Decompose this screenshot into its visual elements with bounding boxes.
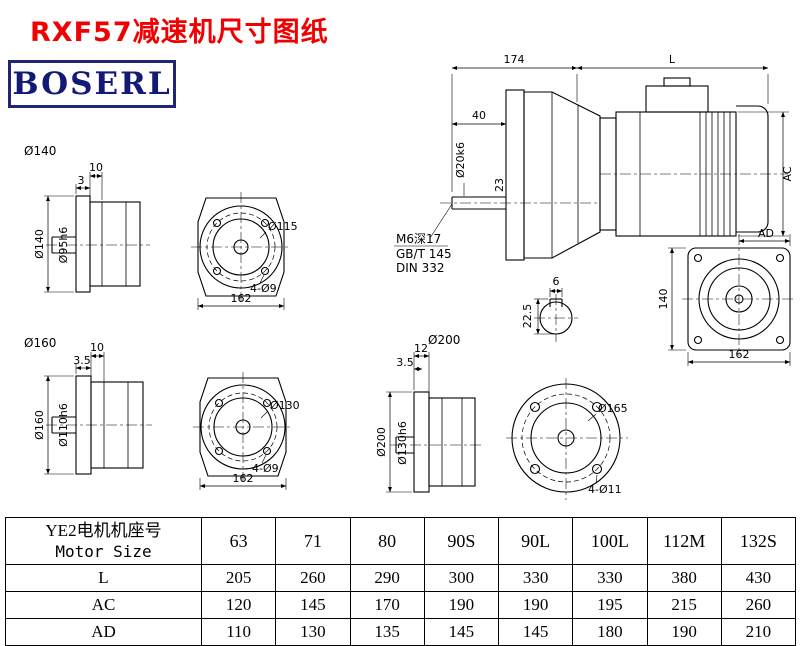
flange200-bolt-circle-label: Ø165 [598,402,628,415]
value-cell: 380 [646,564,722,592]
flange160-title: Ø160 [24,336,56,350]
value-cell: 260 [720,591,797,619]
center-hole-note-line3: DIN 332 [396,261,444,275]
flange140-title: Ø140 [24,144,56,158]
value-cell: 330 [497,564,574,592]
brand-logo: BOSERL [8,60,176,108]
value-cell: 130 [275,618,351,646]
value-cell: 210 [720,618,797,646]
value-cell: 145 [275,591,351,619]
value-cell: 110 [200,618,277,646]
value-cell: 135 [349,618,425,646]
size-cell: 132S [720,517,797,565]
value-cell: 180 [572,618,648,646]
value-cell: 205 [200,564,277,592]
flange140-dim-3: 3 [78,174,85,187]
drawing-canvas: 174 L 40 Ø20k6 23 AC M6深17 GB/T 145 DIN … [24,53,796,500]
rear-view: AD 140 162 [657,227,796,366]
flange200-title: Ø200 [428,333,460,347]
dim-l-label: L [669,53,676,66]
flange200-dim-12: 12 [414,342,428,355]
motor-size-header-cn: YE2电机机座号 [45,521,162,540]
table-row-L: L 205 260 290 300 330 330 380 430 [5,564,797,592]
dimension-table: YE2电机机座号 Motor Size 63 71 80 90S 90L 100… [5,517,797,646]
terminal-box [645,85,709,113]
fan-cowl [736,105,769,233]
ac-dim-label: AC [781,166,794,181]
flange160-side-view: Ø160 10 3.5 Ø160 Ø110h6 [24,336,152,475]
rear-height-label: 140 [657,289,670,310]
center-hole-note-line1: M6深17 [396,232,441,246]
row-label: L [5,564,202,592]
value-cell: 300 [423,564,500,592]
value-cell: 215 [646,591,722,619]
flange160-holes-label: 4-Ø9 [252,462,279,475]
flange140-holes-label: 4-Ø9 [250,282,277,295]
mounting-flange [505,89,525,261]
keyway-width-label: 6 [553,275,560,288]
main-assembly-view: 174 L 40 Ø20k6 23 AC M6深17 GB/T 145 DIN … [394,53,794,275]
value-cell: 190 [423,591,500,619]
dim-174-label: 174 [504,53,525,66]
size-cell: 63 [200,517,277,565]
value-cell: 190 [646,618,722,646]
value-cell: 260 [275,564,351,592]
gear-housing [523,91,601,259]
table-row-AD: AD 110 130 135 145 145 180 190 210 [5,618,797,646]
value-cell: 170 [349,591,425,619]
value-cell: 190 [497,591,574,619]
value-cell: 330 [572,564,648,592]
value-cell: 195 [572,591,648,619]
flange140-bolt-circle-label: Ø115 [268,220,298,233]
flange200-front-view: Ø165 4-Ø11 [506,378,628,500]
flange200-dia-label: Ø200 [375,427,388,457]
flange140-front-view: Ø115 4-Ø9 162 [191,192,298,310]
flange140-dim-10: 10 [89,161,103,174]
flange140-width-label: 162 [231,292,252,305]
size-cell: 112M [646,517,722,565]
size-cell: 90S [423,517,500,565]
table-row-AC: AC 120 145 170 190 190 195 215 260 [5,591,797,619]
size-cell: 80 [349,517,425,565]
keyway-detail-view: 6 22.5 [521,275,578,342]
size-cell: 71 [275,517,351,565]
rear-width-label: 162 [729,348,750,361]
motor-size-header-en: Motor Size [55,542,152,561]
flange160-dim-10: 10 [90,341,104,354]
flange140-hub-label: Ø95h6 [57,227,70,264]
page-title: RXF57减速机尺寸图纸 [30,17,329,48]
motor-size-header: YE2电机机座号 Motor Size [5,517,202,565]
value-cell: 290 [349,564,425,592]
value-cell: 430 [720,564,797,592]
brand-logo-text: BOSERL [12,66,172,102]
flange160-hub-label: Ø110h6 [57,403,70,447]
flange140-side-view: Ø140 10 3 Ø140 Ø95h6 [24,144,150,293]
center-hole-note-line2: GB/T 145 [396,247,452,261]
ad-dim-label: AD [758,227,774,240]
row-label: AC [5,591,202,619]
flange160-front-view: Ø130 4-Ø9 162 [193,372,300,490]
value-cell: 120 [200,591,277,619]
row-label: AD [5,618,202,646]
flange160-dia-label: Ø160 [33,410,46,440]
dim-40-label: 40 [472,109,486,122]
value-cell: 145 [497,618,574,646]
flange200-dim-3-5: 3.5 [396,356,414,369]
shaft-diameter-label: Ø20k6 [454,142,467,178]
flange160-dim-3-5: 3.5 [73,354,91,367]
dim-23-label: 23 [493,178,506,192]
flange200-holes-label: 4-Ø11 [588,483,622,496]
value-cell: 145 [423,618,500,646]
flange200-hub-label: Ø130h6 [396,421,409,465]
flange160-bolt-circle-label: Ø130 [270,399,300,412]
flange140-dia-label: Ø140 [33,229,46,259]
flange200-side-view: Ø200 12 3.5 Ø200 Ø130h6 [375,333,482,493]
size-cell: 100L [572,517,648,565]
flange160-width-label: 162 [233,472,254,485]
size-cell: 90L [497,517,574,565]
output-shaft [451,196,506,210]
keyway-depth-label: 22.5 [521,304,534,329]
table-header-row: YE2电机机座号 Motor Size 63 71 80 90S 90L 100… [5,517,797,565]
